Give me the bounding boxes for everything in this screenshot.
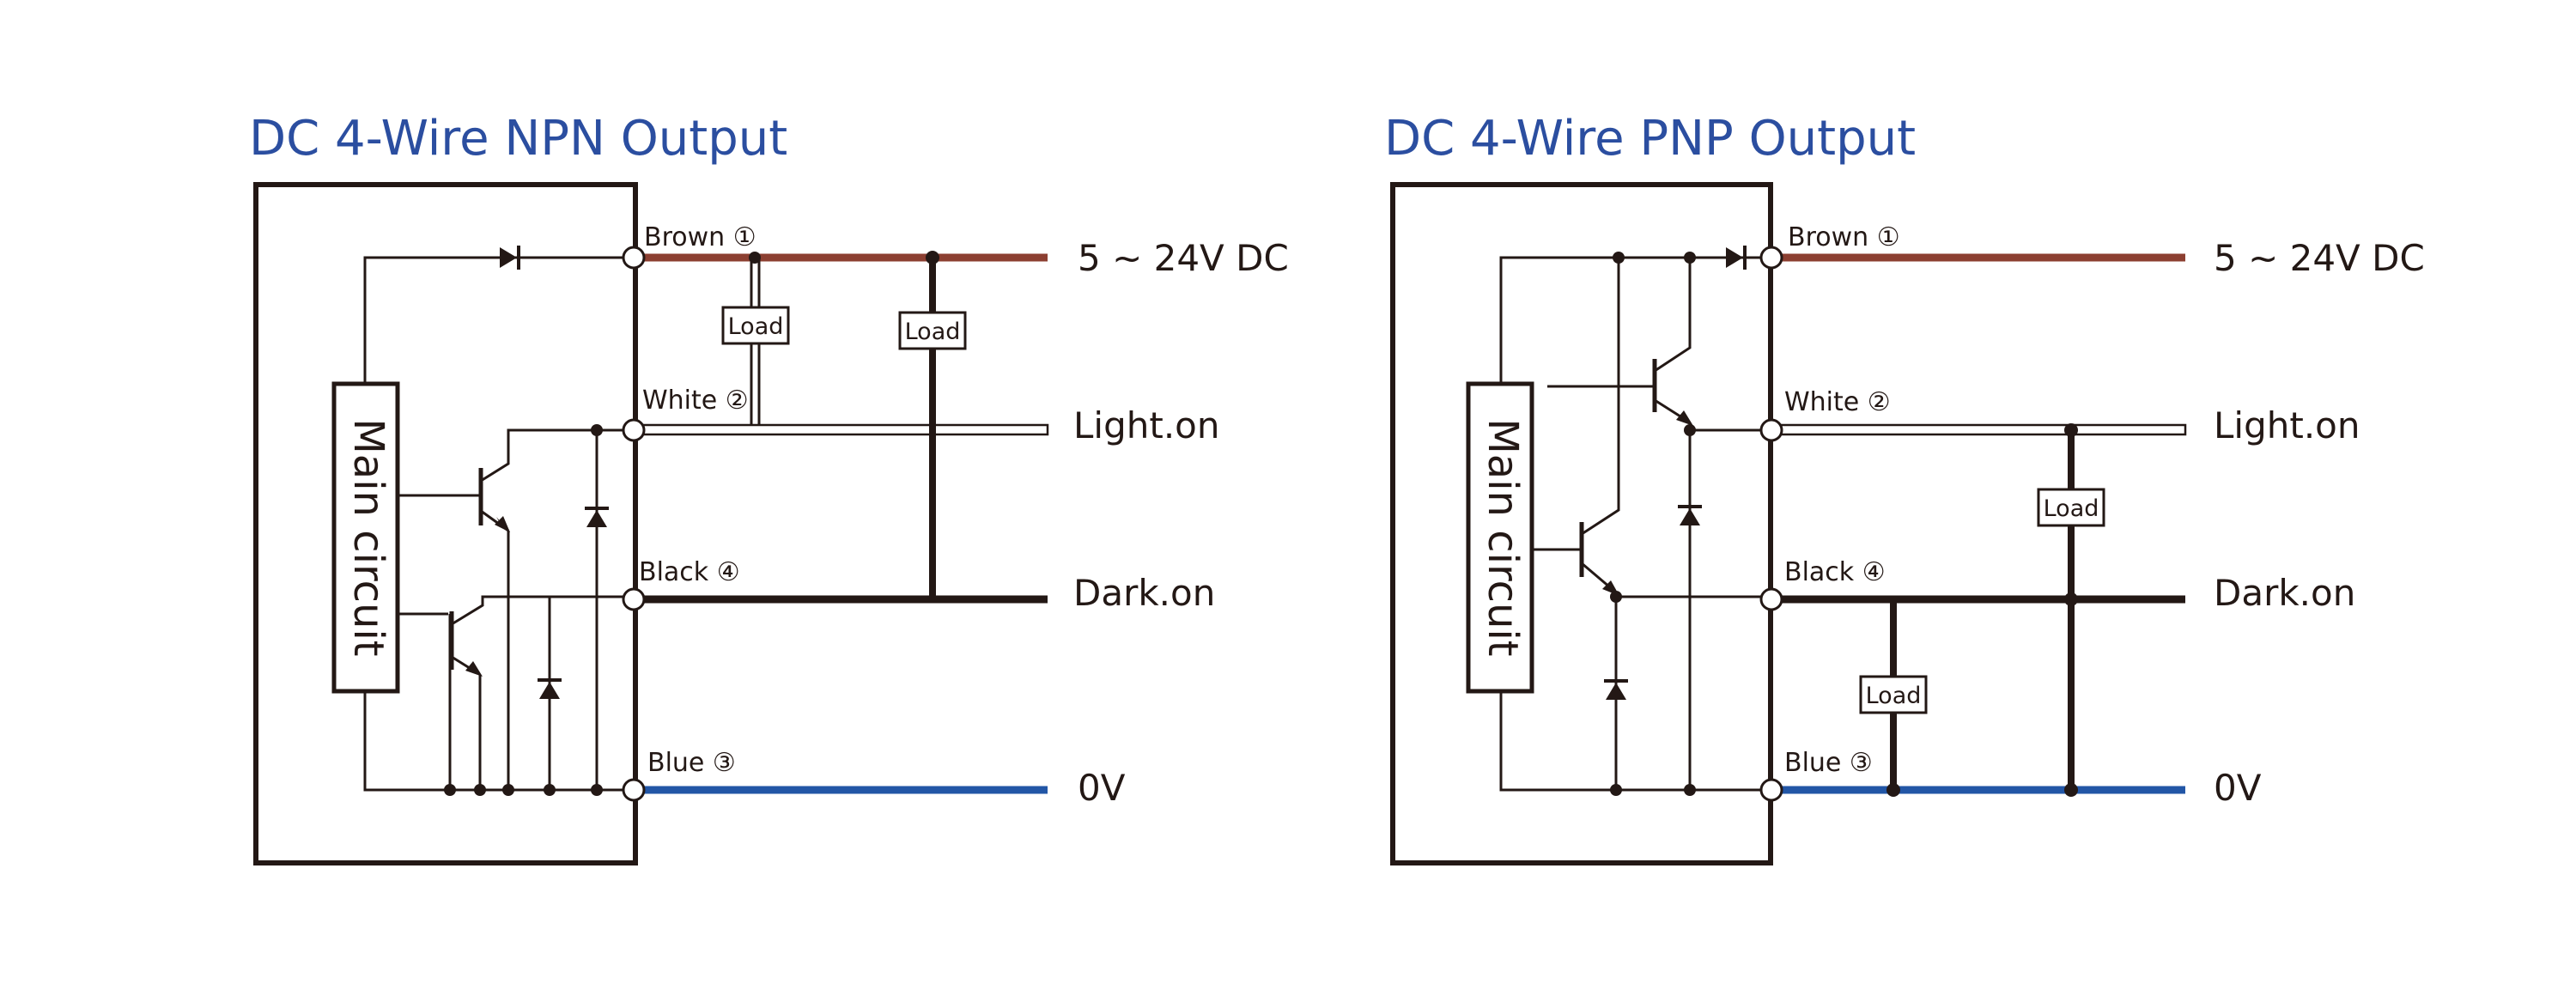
npn-diagram: DC 4-Wire NPN Output Main circuit bbox=[249, 111, 1289, 865]
pnp-supply-voltage: 5 ~ 24V DC bbox=[2214, 237, 2425, 279]
npn-terminal-brown bbox=[622, 246, 646, 270]
npn-white-wire bbox=[629, 423, 1049, 436]
pnp-supply-diode-icon bbox=[1726, 247, 1743, 268]
pnp-diagram: DC 4-Wire PNP Output Main circuit bbox=[1384, 111, 2425, 865]
pnp-load-2: Load bbox=[1859, 599, 1928, 797]
npn-title: DC 4-Wire NPN Output bbox=[249, 111, 787, 167]
npn-load-1-label: Load bbox=[728, 313, 784, 340]
pnp-terminal-brown bbox=[1759, 246, 1783, 270]
pnp-terminal-black bbox=[1759, 587, 1783, 611]
pnp-main-circuit-block bbox=[1466, 381, 1534, 694]
pnp-terminal-white bbox=[1759, 418, 1783, 442]
npn-supply-voltage: 5 ~ 24V DC bbox=[1078, 237, 1289, 279]
npn-zero-volt-label: 0V bbox=[1078, 767, 1126, 809]
pnp-dark-on-label: Dark.on bbox=[2214, 572, 2355, 614]
pnp-terminal-blue bbox=[1759, 778, 1783, 802]
npn-white-diode-icon bbox=[586, 510, 607, 527]
npn-label-black: Black ④ bbox=[639, 557, 740, 587]
npn-terminal-black bbox=[622, 587, 646, 611]
pnp-label-white: White ② bbox=[1784, 387, 1891, 417]
pnp-load-1-label: Load bbox=[2044, 495, 2099, 522]
npn-dark-on-label: Dark.on bbox=[1073, 572, 1215, 614]
pnp-zero-volt-label: 0V bbox=[2214, 767, 2262, 809]
npn-terminal-white bbox=[622, 418, 646, 442]
npn-load-2: Load bbox=[898, 251, 967, 599]
pnp-white-wire bbox=[1767, 423, 2187, 436]
npn-internal-wiring bbox=[363, 246, 631, 796]
npn-main-circuit-label: Main circuit bbox=[344, 418, 392, 656]
pnp-label-black: Black ④ bbox=[1784, 557, 1886, 587]
pnp-load-1: Load bbox=[2037, 423, 2105, 797]
pnp-label-blue: Blue ③ bbox=[1784, 748, 1873, 778]
npn-load-1: Load bbox=[721, 252, 790, 425]
pnp-light-on-label: Light.on bbox=[2214, 404, 2360, 446]
pnp-load-2-label: Load bbox=[1866, 683, 1922, 709]
pnp-label-brown: Brown ① bbox=[1788, 222, 1900, 252]
npn-label-blue: Blue ③ bbox=[647, 748, 736, 778]
npn-label-brown: Brown ① bbox=[644, 222, 756, 252]
pnp-white-diode-icon bbox=[1680, 508, 1700, 525]
pnp-internal-wiring bbox=[1499, 246, 1769, 796]
npn-sensor-housing bbox=[253, 182, 638, 865]
npn-light-on-label: Light.on bbox=[1073, 404, 1219, 446]
npn-label-white: White ② bbox=[642, 386, 749, 416]
npn-load-2-label: Load bbox=[905, 319, 961, 345]
npn-black-diode-icon bbox=[539, 682, 560, 699]
npn-terminal-blue bbox=[622, 778, 646, 802]
npn-supply-diode-icon bbox=[500, 247, 517, 268]
pnp-title: DC 4-Wire PNP Output bbox=[1384, 111, 1916, 167]
pnp-sensor-housing bbox=[1390, 182, 1773, 865]
pnp-main-circuit-label: Main circuit bbox=[1479, 418, 1527, 656]
pnp-black-diode-icon bbox=[1606, 683, 1626, 700]
